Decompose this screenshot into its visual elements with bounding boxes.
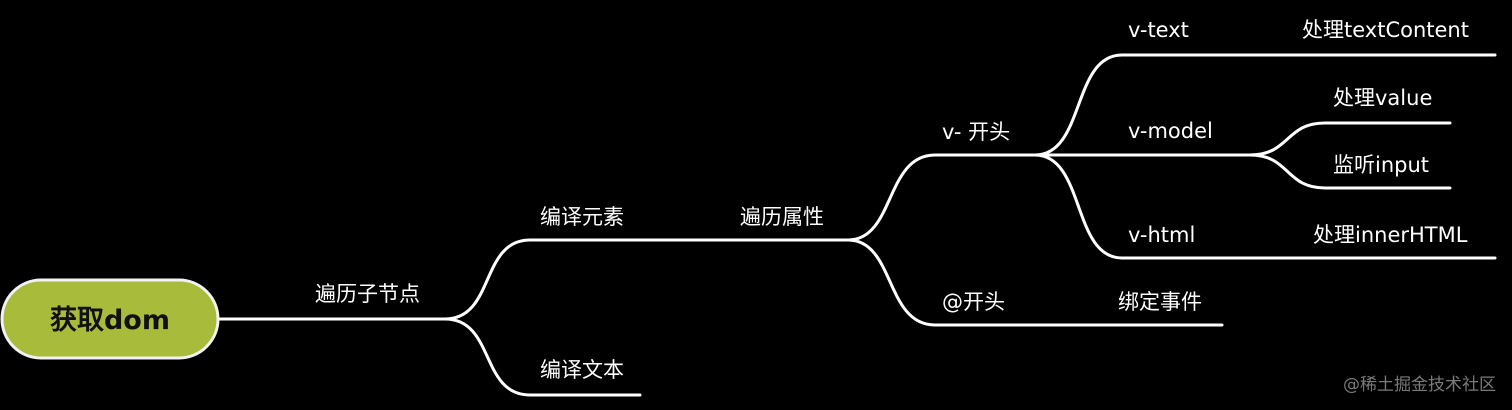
node-v-html: v-html [1128,223,1195,247]
node-compile-text: 编译文本 [540,358,624,382]
node-level1: 遍历子节点 [315,282,420,306]
watermark: @稀土掘金技术社区 [1343,375,1496,395]
edge-v-prefix-v-html [1033,153,1497,260]
node-at-prefix: @开头 [942,290,1005,314]
node-v-prefix: v- 开头 [942,120,1010,144]
root-node-shape [0,278,220,360]
edge-traverse-attrs-v-prefix [846,153,1037,242]
root-node: 获取dom [0,278,220,360]
edge-v-model-input [1248,153,1452,190]
node-v-model-value: 处理value [1333,86,1432,110]
edge-traverse-attrs-at-prefix [846,238,1224,327]
node-v-text-action: 处理textContent [1302,18,1469,42]
mindmap-labels: 遍历子节点 编译元素 编译文本 遍历属性 v- 开头 @开头 绑定事件 v-te… [315,18,1469,382]
node-v-html-action: 处理innerHTML [1313,223,1468,247]
node-v-model-input: 监听input [1333,153,1429,177]
node-compile-element: 编译元素 [540,205,624,229]
mindmap-edges [216,53,1497,397]
edge-level1-compile-element [443,238,642,321]
root-node-label: 获取dom [50,305,170,336]
node-traverse-attrs: 遍历属性 [740,205,824,229]
edge-level1-compile-text [443,317,642,397]
node-v-text: v-text [1128,18,1189,42]
edge-v-prefix-v-text [1033,53,1497,157]
node-v-model: v-model [1128,119,1213,143]
node-bind-event: 绑定事件 [1118,290,1202,314]
edge-v-model-value [1248,121,1452,157]
